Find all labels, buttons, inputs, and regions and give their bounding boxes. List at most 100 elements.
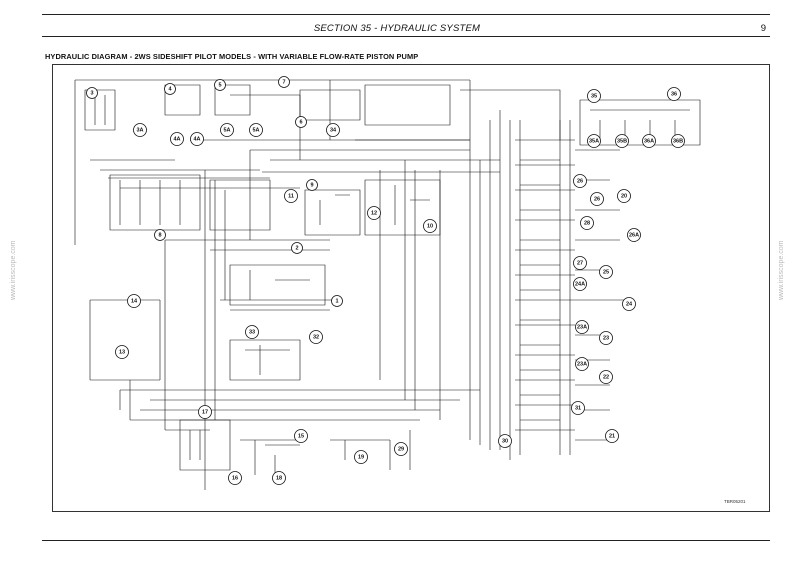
callout-label: 2 [295, 245, 298, 251]
callout-24: 24 [622, 297, 636, 311]
callout-36b: 36B [671, 134, 685, 148]
callout-34: 34 [326, 123, 340, 137]
page-number: 9 [760, 23, 766, 34]
callout-label: 31 [575, 405, 581, 411]
callout-2: 2 [291, 242, 303, 254]
callout-label: 12 [371, 210, 377, 216]
callout-6: 6 [295, 116, 307, 128]
footer-rule [42, 540, 770, 541]
callout-4: 4 [164, 83, 176, 95]
callout-label: 5A [252, 127, 259, 133]
callout-label: 34 [330, 127, 337, 133]
callout-3: 3 [86, 87, 98, 99]
callout-label: 24 [626, 301, 633, 307]
callout-label: 35B [617, 138, 627, 144]
callout-5a: 5A [220, 123, 234, 137]
callout-36a: 36A [642, 134, 656, 148]
callout-20: 20 [617, 189, 631, 203]
callout-13: 13 [115, 345, 129, 359]
callout-label: 26A [629, 232, 639, 238]
callout-23a: 23A [575, 320, 589, 334]
callout-label: 13 [119, 349, 125, 355]
callout-18: 18 [272, 471, 286, 485]
callout-label: 22 [603, 374, 609, 380]
callout-label: 26 [577, 178, 583, 184]
callout-35a: 35A [587, 134, 601, 148]
callout-33: 33 [245, 325, 259, 339]
diagram-title: HYDRAULIC DIAGRAM - 2WS SIDESHIFT PILOT … [45, 52, 419, 61]
callout-label: 6 [299, 119, 302, 125]
callout-12: 12 [367, 206, 381, 220]
section-title: SECTION 35 - HYDRAULIC SYSTEM [313, 23, 481, 34]
callout-label: 21 [609, 433, 615, 439]
callout-label: 32 [313, 334, 319, 340]
callout-label: 16 [232, 475, 238, 481]
callout-label: 35 [591, 93, 597, 99]
callout-7: 7 [278, 76, 290, 88]
callout-25: 25 [599, 265, 613, 279]
callout-label: 33 [249, 329, 255, 335]
callout-36: 36 [667, 87, 681, 101]
callout-label: 20 [621, 193, 627, 199]
callout-label: 15 [298, 433, 304, 439]
callout-5a: 5A [249, 123, 263, 137]
callout-31: 31 [571, 401, 585, 415]
callout-30: 30 [498, 434, 512, 448]
callout-label: 9 [310, 182, 313, 188]
callout-26a: 26A [627, 228, 641, 242]
callout-26: 26 [573, 174, 587, 188]
callout-27: 27 [573, 256, 587, 270]
callout-label: 23A [577, 361, 587, 367]
callout-1: 1 [331, 295, 343, 307]
callout-label: 8 [158, 232, 161, 238]
callout-label: 4 [168, 86, 172, 92]
callout-3a: 3A [133, 123, 147, 137]
callout-label: 5A [223, 127, 230, 133]
callout-4a: 4A [190, 132, 204, 146]
callout-21: 21 [605, 429, 619, 443]
callout-11: 11 [284, 189, 298, 203]
callout-label: 3A [136, 127, 143, 133]
callout-23a: 23A [575, 357, 589, 371]
callout-4a: 4A [170, 132, 184, 146]
callout-22: 22 [599, 370, 613, 384]
callout-label: 1 [335, 298, 338, 304]
diagram-frame [52, 64, 770, 512]
callout-label: 11 [288, 193, 294, 199]
callout-label: 18 [276, 475, 282, 481]
callout-label: 19 [358, 454, 364, 460]
header-top-rule [42, 14, 770, 15]
callout-label: 28 [584, 220, 590, 226]
callout-14: 14 [127, 294, 141, 308]
callout-label: 30 [502, 438, 508, 444]
callout-26: 26 [590, 192, 604, 206]
callout-32: 32 [309, 330, 323, 344]
callout-label: 5 [218, 82, 221, 88]
callout-label: 24A [575, 281, 585, 287]
callout-label: 7 [282, 79, 285, 85]
callout-29: 29 [394, 442, 408, 456]
callout-23: 23 [599, 331, 613, 345]
drawing-code: TBR05201 [724, 499, 746, 504]
callout-label: 27 [577, 260, 583, 266]
callout-24a: 24A [573, 277, 587, 291]
callout-label: 25 [603, 269, 609, 275]
callout-label: 10 [427, 223, 433, 229]
callout-15: 15 [294, 429, 308, 443]
callout-35: 35 [587, 89, 601, 103]
callout-9: 9 [306, 179, 318, 191]
callout-label: 26 [594, 196, 600, 202]
callout-label: 36B [673, 138, 683, 144]
callout-28: 28 [580, 216, 594, 230]
callout-label: 23A [577, 324, 587, 330]
callout-label: 36A [644, 138, 654, 144]
callout-19: 19 [354, 450, 368, 464]
callout-label: 3 [90, 90, 93, 96]
callout-label: 4A [193, 136, 200, 142]
callout-16: 16 [228, 471, 242, 485]
callout-label: 4A [173, 136, 180, 142]
callout-label: 29 [398, 446, 404, 452]
callout-label: 35A [589, 138, 599, 144]
callout-label: 23 [603, 335, 609, 341]
